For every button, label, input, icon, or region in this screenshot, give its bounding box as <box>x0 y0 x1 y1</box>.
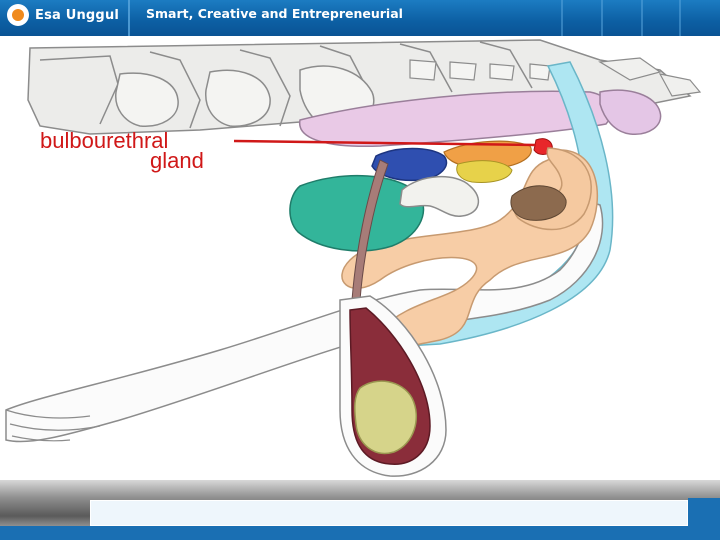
label-line-1: bulbourethral <box>40 128 168 153</box>
logo: Esa Unggul <box>0 0 124 30</box>
header-bar: Esa Unggul Smart, Creative and Entrepren… <box>0 0 720 36</box>
header-decoration <box>561 0 681 36</box>
prostate <box>371 147 448 182</box>
header-divider <box>128 0 130 36</box>
glans <box>5 409 101 442</box>
label-pointer-arrow <box>233 139 537 147</box>
ischial-loop <box>399 175 480 217</box>
bladder <box>299 90 613 148</box>
vesicle-yellow <box>456 160 513 183</box>
anatomy-diagram: bulbourethral gland <box>5 39 702 477</box>
footer-panel <box>90 500 688 526</box>
footer-strip <box>0 526 720 540</box>
penis-sheath <box>5 198 604 443</box>
gland-label: bulbourethral gland <box>40 128 204 173</box>
footer-accent <box>688 498 720 526</box>
seminal-vesicle <box>289 174 425 252</box>
rectum-end <box>599 89 662 135</box>
label-line-2: gland <box>150 148 204 173</box>
tagline: Smart, Creative and Entrepreneurial <box>146 6 403 21</box>
brand-name: Esa Unggul <box>35 7 120 23</box>
footer-bar <box>0 480 720 540</box>
logo-icon <box>7 4 29 26</box>
retractor-muscle <box>510 185 567 221</box>
testis <box>354 380 417 455</box>
